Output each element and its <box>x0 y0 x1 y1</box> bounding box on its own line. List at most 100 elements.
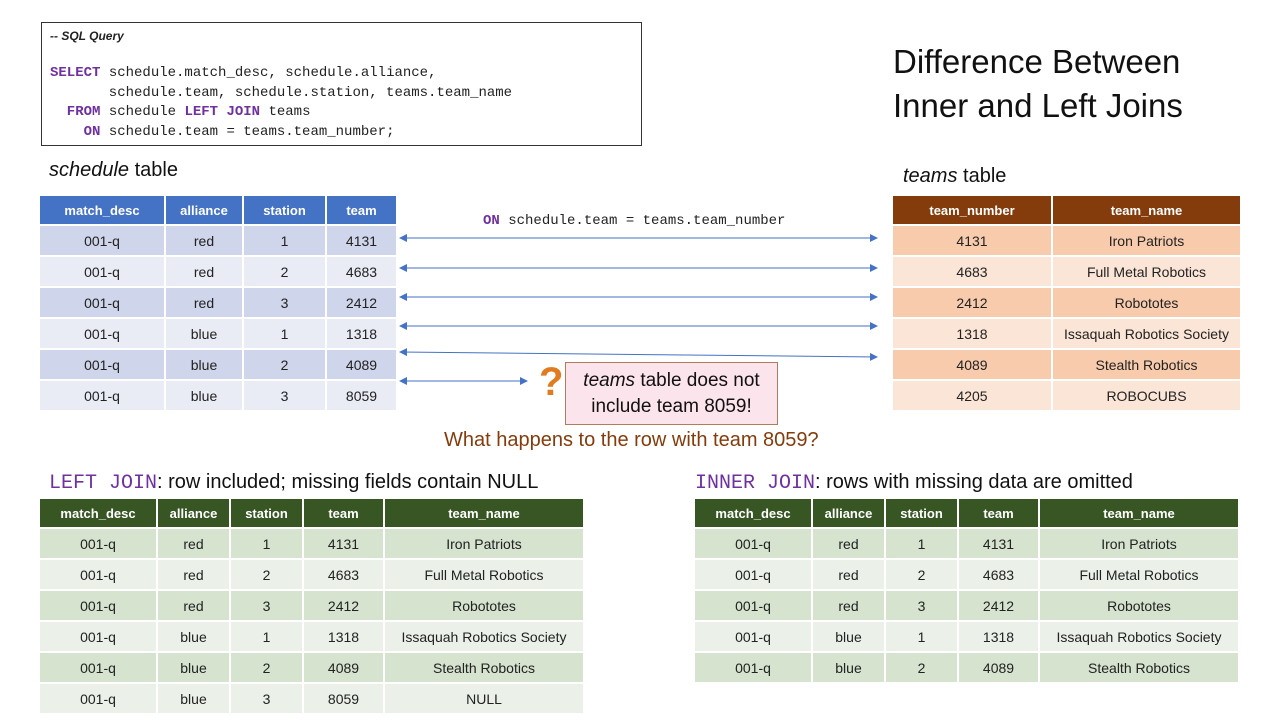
left-join-cell: 3 <box>231 682 304 713</box>
left-join-cell: blue <box>158 651 231 682</box>
schedule-cell: 2 <box>244 348 327 379</box>
inner-join-cell: 001-q <box>695 527 813 558</box>
sql-text: schedule.team, schedule.station, teams.t… <box>50 85 513 101</box>
schedule-cell: red <box>166 286 244 317</box>
inner-join-column-header: team_name <box>1040 499 1238 527</box>
callout-line-1: teams table does not <box>566 368 777 394</box>
schedule-cell: 1318 <box>327 317 396 348</box>
inner-join-cell: 001-q <box>695 620 813 651</box>
sql-keyword: ON <box>50 124 101 140</box>
teams-cell: ROBOCUBS <box>1053 379 1240 410</box>
inner-join-heading: INNER JOIN: rows with missing data are o… <box>695 471 1133 495</box>
sql-line: schedule.team, schedule.station, teams.t… <box>50 85 512 101</box>
left-join-cell: 8059 <box>304 682 385 713</box>
left-join-cell: blue <box>158 682 231 713</box>
schedule-column-header: alliance <box>166 196 244 224</box>
left-join-cell: 2412 <box>304 589 385 620</box>
schedule-cell: 4089 <box>327 348 396 379</box>
schedule-cell: 1 <box>244 224 327 255</box>
on-keyword: ON <box>483 213 500 229</box>
schedule-cell: 3 <box>244 379 327 410</box>
inner-join-cell: 001-q <box>695 558 813 589</box>
schedule-cell: red <box>166 255 244 286</box>
left-join-heading: LEFT JOIN: row included; missing fields … <box>49 471 538 495</box>
schedule-column-header: station <box>244 196 327 224</box>
inner-join-cell: Full Metal Robotics <box>1040 558 1238 589</box>
schedule-cell: 001-q <box>40 224 166 255</box>
schedule-table-caption: schedule table <box>49 159 178 182</box>
inner-join-keyword: INNER JOIN <box>695 472 816 495</box>
left-join-keyword: LEFT JOIN <box>49 472 158 495</box>
schedule-cell: 001-q <box>40 348 166 379</box>
teams-cell: 1318 <box>893 317 1053 348</box>
left-join-cell: Stealth Robotics <box>385 651 583 682</box>
on-clause-label: ON schedule.team = teams.team_number <box>483 213 785 229</box>
inner-join-column-header: station <box>886 499 959 527</box>
schedule-cell: 4131 <box>327 224 396 255</box>
teams-caption-suffix: table <box>957 165 1007 187</box>
inner-join-column-header: match_desc <box>695 499 813 527</box>
teams-cell: Full Metal Robotics <box>1053 255 1240 286</box>
schedule-cell: 2 <box>244 255 327 286</box>
left-join-cell: 001-q <box>40 682 158 713</box>
on-condition: schedule.team = teams.team_number <box>499 213 786 229</box>
sql-keyword: SELECT <box>50 65 101 81</box>
callout-teams: teams <box>583 370 636 391</box>
missing-team-callout: teams table does not include team 8059! <box>565 362 778 425</box>
inner-join-cell: 4683 <box>959 558 1040 589</box>
schedule-cell: 3 <box>244 286 327 317</box>
schedule-cell: 001-q <box>40 286 166 317</box>
schedule-cell: 001-q <box>40 317 166 348</box>
left-join-cell: 1 <box>231 620 304 651</box>
schedule-caption-suffix: table <box>129 159 178 181</box>
left-join-cell: NULL <box>385 682 583 713</box>
left-join-cell: 001-q <box>40 527 158 558</box>
inner-join-cell: 1318 <box>959 620 1040 651</box>
left-join-cell: 2 <box>231 558 304 589</box>
inner-join-cell: red <box>813 527 886 558</box>
left-join-cell: 1318 <box>304 620 385 651</box>
sql-text: schedule <box>100 104 185 120</box>
left-join-cell: 3 <box>231 589 304 620</box>
inner-join-column-header: alliance <box>813 499 886 527</box>
inner-join-cell: blue <box>813 651 886 682</box>
teams-cell: Stealth Robotics <box>1053 348 1240 379</box>
schedule-column-header: match_desc <box>40 196 166 224</box>
left-join-cell: 4131 <box>304 527 385 558</box>
teams-column-header: team_name <box>1053 196 1240 224</box>
sql-text: teams <box>260 104 311 120</box>
teams-caption-name: teams <box>903 165 958 187</box>
schedule-cell: red <box>166 224 244 255</box>
schedule-cell: 001-q <box>40 255 166 286</box>
left-join-cell: 001-q <box>40 651 158 682</box>
inner-join-cell: red <box>813 589 886 620</box>
left-join-cell: Iron Patriots <box>385 527 583 558</box>
sql-comment: -- SQL Query <box>50 29 124 43</box>
teams-cell: 2412 <box>893 286 1053 317</box>
teams-cell: 4089 <box>893 348 1053 379</box>
inner-join-cell: 2412 <box>959 589 1040 620</box>
inner-join-cell: 001-q <box>695 589 813 620</box>
left-join-column-header: match_desc <box>40 499 158 527</box>
sql-keyword: LEFT JOIN <box>184 104 261 120</box>
left-join-column-header: station <box>231 499 304 527</box>
schedule-cell: blue <box>166 348 244 379</box>
teams-cell: Iron Patriots <box>1053 224 1240 255</box>
